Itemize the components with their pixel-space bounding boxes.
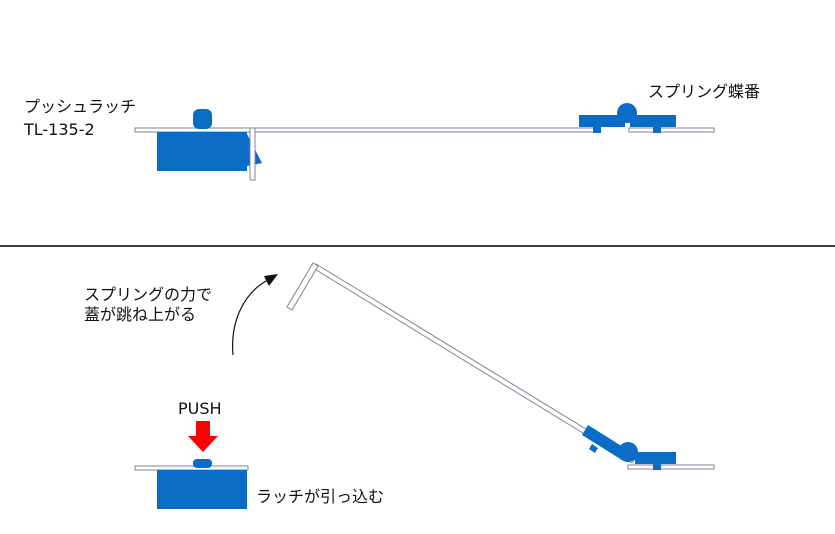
open-state [134, 262, 715, 509]
hinge-knuckle-open [618, 442, 638, 462]
push-latch-body-open [157, 470, 247, 509]
spring-caption-line1: スプリングの力で [84, 285, 213, 304]
base-panel-right-open [627, 464, 715, 470]
push-latch-body [157, 132, 247, 171]
spring-caption-line2: 蓋が跳ね上がる [84, 305, 197, 324]
base-panel-left [134, 127, 251, 133]
lid-edge-tab [249, 127, 256, 181]
latch-name-label: プッシュラッチ [24, 97, 137, 116]
lid-edge-open [286, 262, 319, 311]
lid-panel-closed [254, 127, 599, 133]
hinge-leaf-base-open [635, 452, 676, 464]
base-panel-right [628, 127, 715, 133]
push-latch-button [193, 109, 212, 129]
hinge-leaf-left [579, 115, 625, 127]
push-arrow [188, 421, 218, 452]
push-latch-button-pressed [193, 459, 212, 468]
push-label: PUSH [178, 399, 222, 418]
hinge-leaf-right [630, 115, 676, 127]
closed-state [134, 103, 715, 181]
latch-caption: ラッチが引っ込む [256, 487, 385, 506]
motion-arrow [232, 279, 269, 356]
hinge-screw-right [653, 127, 661, 133]
hinge-label: スプリング蝶番 [648, 82, 761, 101]
hinge-knuckle [617, 103, 637, 123]
motion-arrow-head [264, 274, 278, 286]
latch-model-label: TL-135-2 [24, 120, 95, 139]
hinge-screw-base-open [653, 464, 661, 470]
hinge-leaf-lid-open [582, 425, 628, 460]
base-panel-left-open [134, 465, 249, 471]
hinge-screw-lid-open [589, 444, 598, 453]
hinge-screw-left [593, 127, 601, 133]
